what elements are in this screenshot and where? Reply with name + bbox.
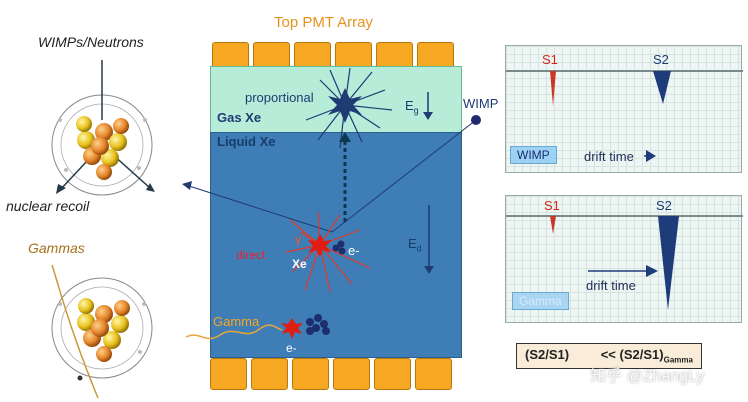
liquid-xe-label: Liquid Xe bbox=[217, 134, 276, 149]
top-pmt-label: Top PMT Array bbox=[274, 14, 373, 31]
wimp-s2-label: S2 bbox=[653, 52, 669, 67]
wimp-waveform bbox=[506, 70, 743, 162]
gamma-signal-panel: S1 S2 Gamma drift time bbox=[505, 195, 743, 323]
direct-star bbox=[308, 234, 332, 257]
direct-label: direct bbox=[236, 248, 266, 262]
xe-label: Xe bbox=[292, 257, 307, 271]
bottom-pmt bbox=[251, 358, 288, 390]
wimp-signal-panel: S1 S2 WIMP drift time bbox=[505, 45, 743, 173]
ratio-right: (S2/S1) bbox=[619, 347, 664, 362]
gammas-label: Gammas bbox=[28, 240, 85, 256]
gamma-s1-label: S1 bbox=[544, 198, 560, 213]
gas-xe-label: Gas Xe bbox=[217, 110, 262, 125]
wimp-tag: WIMP bbox=[510, 146, 557, 164]
gamma-symbol: γ bbox=[295, 232, 301, 246]
gamma-tag: Gamma bbox=[512, 292, 569, 310]
ratio-left: (S2/S1) bbox=[525, 347, 570, 362]
gamma-drift-label: drift time bbox=[586, 278, 636, 293]
ratio-box: (S2/S1) << (S2/S1)Gamma bbox=[516, 343, 702, 369]
atom-diagrams bbox=[51, 60, 155, 399]
gamma-waveform bbox=[506, 215, 743, 310]
proportional-label: proportional bbox=[245, 90, 314, 105]
wimps-neutrons-label: WIMPs/Neutrons bbox=[38, 34, 144, 50]
electron-mid-label: e- bbox=[348, 243, 360, 258]
wimp-s1-label: S1 bbox=[542, 52, 558, 67]
bottom-pmt bbox=[415, 358, 452, 390]
watermark: 知乎 @ZhangLy bbox=[590, 368, 705, 385]
wimp-drift-label: drift time bbox=[584, 149, 634, 164]
wimp-label: WIMP bbox=[463, 96, 499, 111]
eg-label: Eg bbox=[405, 98, 419, 116]
gamma-in-label: Gamma bbox=[213, 314, 260, 329]
nucleus-bottom bbox=[51, 264, 153, 399]
nuclear-recoil-label: nuclear recoil bbox=[6, 198, 90, 214]
proportional-star bbox=[328, 88, 362, 123]
proportional-burst bbox=[305, 67, 393, 149]
nucleus-top bbox=[51, 60, 155, 196]
top-pmt bbox=[335, 42, 372, 70]
top-pmt bbox=[417, 42, 454, 70]
bottom-pmt bbox=[292, 358, 329, 390]
bottom-pmt bbox=[210, 358, 247, 390]
electron-bottom-label: e- bbox=[286, 341, 297, 355]
bottom-pmt bbox=[374, 358, 411, 390]
ratio-op: << bbox=[600, 347, 616, 362]
ed-label: Ed bbox=[408, 236, 422, 254]
top-pmt bbox=[294, 42, 331, 70]
ratio-right-sub: Gamma bbox=[663, 355, 693, 365]
bottom-pmt bbox=[333, 358, 370, 390]
gamma-s2-label: S2 bbox=[656, 198, 672, 213]
